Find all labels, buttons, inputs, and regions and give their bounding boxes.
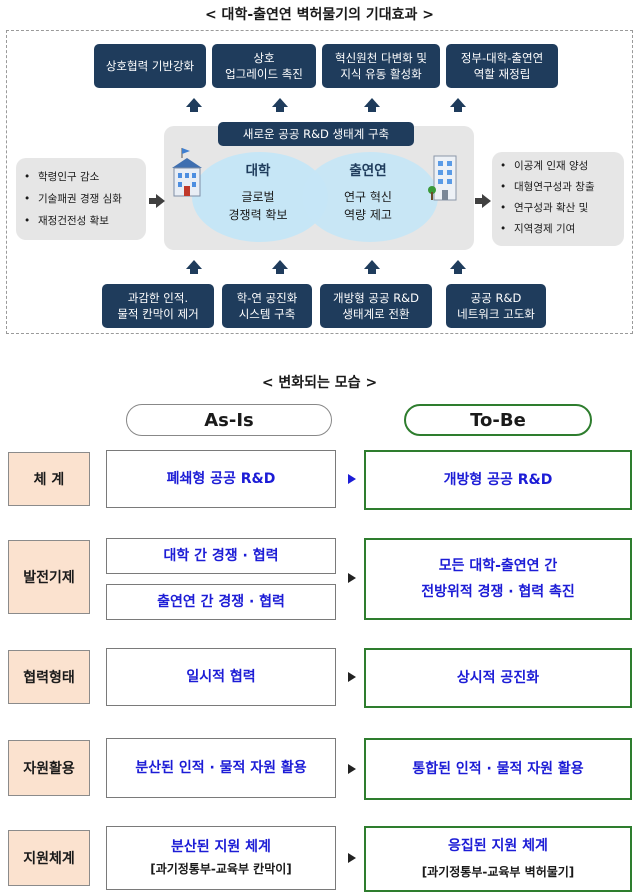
- effect-box-1: 상호협력 기반강화: [94, 44, 206, 88]
- arrow-right-icon: [348, 764, 356, 774]
- to-be-text: 개방형 공공 R&D: [443, 472, 553, 488]
- strategy-box-4: 공공 R&D 네트워크 고도화: [446, 284, 546, 328]
- to-be-note: [과기정통부-교육부 벽허물기]: [421, 865, 575, 879]
- effect-label: 정부-대학-출연연: [460, 51, 544, 65]
- as-is-header: As-Is: [126, 404, 332, 436]
- arrow-up-icon: [272, 98, 288, 112]
- strategy-label: 생태계로 전환: [342, 307, 410, 321]
- effect-label: 상호: [253, 51, 275, 65]
- as-is-cell: 대학 간 경쟁 · 협력: [106, 538, 336, 574]
- category-cell: 지원체계: [8, 830, 90, 886]
- university-building-icon: [172, 148, 202, 197]
- strategy-label: 개방형 공공 R&D: [332, 291, 420, 305]
- research-institute-building-icon: [428, 155, 457, 201]
- center-banner: 새로운 공공 R&D 생태계 구축: [218, 122, 414, 146]
- institute-title: 출연연: [349, 163, 387, 179]
- as-is-cell: 폐쇄형 공공 R&D: [106, 450, 336, 508]
- arrow-up-icon: [450, 98, 466, 112]
- to-be-cell: 상시적 공진화: [364, 648, 632, 708]
- effect-label: 역할 재정립: [473, 67, 531, 81]
- arrow-right-icon: [149, 194, 165, 208]
- as-is-text: 출연연 간 경쟁 · 협력: [157, 594, 285, 610]
- to-be-text: 상시적 공진화: [456, 670, 540, 686]
- to-be-text: 모든 대학-출연연 간: [438, 558, 558, 574]
- category-cell: 자원활용: [8, 740, 90, 796]
- strategy-label: 물적 칸막이 제거: [117, 307, 199, 321]
- to-be-cell: 개방형 공공 R&D: [364, 450, 632, 510]
- as-is-text: 일시적 협력: [186, 669, 256, 685]
- arrow-up-icon: [186, 98, 202, 112]
- arrow-up-icon: [186, 260, 202, 274]
- as-is-note: [과기정통부-교육부 칸막이]: [150, 862, 292, 876]
- arrow-up-icon: [364, 260, 380, 274]
- effect-label: 업그레이드 촉진: [225, 67, 303, 81]
- to-be-cell: 통합된 인적 · 물적 자원 활용: [364, 738, 632, 800]
- effect-box-3: 혁신원천 다변화 및 지식 유동 활성화: [322, 44, 440, 88]
- institute-line: 역량 제고: [344, 208, 392, 222]
- effects-diagram-frame: [6, 30, 633, 334]
- institute-line: 연구 혁신: [344, 190, 392, 204]
- university-line: 경쟁력 확보: [228, 208, 288, 222]
- right-outcomes-box: 이공계 인재 양성 대형연구성과 창출 연구성과 확산 및 지역경제 기여: [492, 152, 624, 246]
- effect-label: 상호협력 기반강화: [105, 59, 195, 73]
- bottom-title: < 변화되는 모습 >: [261, 375, 378, 391]
- effect-box-4: 정부-대학-출연연 역할 재정립: [446, 44, 558, 88]
- strategy-box-1: 과감한 인적. 물적 칸막이 제거: [102, 284, 214, 328]
- as-is-text: 분산된 인적 · 물적 자원 활용: [135, 760, 307, 776]
- strategy-label: 공공 R&D: [470, 291, 522, 305]
- category-cell: 협력형태: [8, 650, 90, 704]
- outcome-item: 연구성과 확산 및: [500, 198, 616, 219]
- strategy-label: 학-연 공진화: [236, 291, 298, 305]
- outcome-item: 지역경제 기여: [500, 219, 616, 240]
- to-be-cell: 응집된 지원 체계 [과기정통부-교육부 벽허물기]: [364, 826, 632, 892]
- strategy-label: 네트워크 고도화: [457, 307, 535, 321]
- top-title: < 대학-출연연 벽허물기의 기대효과 >: [204, 7, 435, 23]
- strategy-box-2: 학-연 공진화 시스템 구축: [222, 284, 312, 328]
- issue-item: 기술패권 경쟁 심화: [24, 188, 138, 210]
- effect-label: 혁신원천 다변화 및: [335, 51, 427, 65]
- to-be-header: To-Be: [404, 404, 592, 436]
- as-is-cell: 분산된 지원 체계 [과기정통부-교육부 칸막이]: [106, 826, 336, 890]
- arrow-up-icon: [364, 98, 380, 112]
- left-issues-box: 학령인구 감소 기술패권 경쟁 심화 재정건전성 확보: [16, 158, 146, 240]
- outcome-item: 대형연구성과 창출: [500, 177, 616, 198]
- strategy-label: 과감한 인적.: [127, 291, 189, 305]
- as-is-text: 대학 간 경쟁 · 협력: [163, 548, 279, 564]
- as-is-cell: 출연연 간 경쟁 · 협력: [106, 584, 336, 620]
- arrow-up-icon: [450, 260, 466, 274]
- to-be-text: 통합된 인적 · 물적 자원 활용: [412, 761, 584, 777]
- strategy-box-3: 개방형 공공 R&D 생태계로 전환: [320, 284, 432, 328]
- institute-oval: [302, 152, 438, 242]
- arrow-up-icon: [272, 260, 288, 274]
- strategy-label: 시스템 구축: [238, 307, 296, 321]
- institute-text: 출연연 연구 혁신 역량 제고: [318, 162, 418, 224]
- arrow-right-icon: [348, 573, 356, 583]
- to-be-text: 응집된 지원 체계: [448, 838, 548, 854]
- effect-box-2: 상호 업그레이드 촉진: [212, 44, 316, 88]
- as-is-text: 폐쇄형 공공 R&D: [166, 471, 276, 487]
- as-is-cell: 일시적 협력: [106, 648, 336, 706]
- arrow-right-icon: [348, 853, 356, 863]
- category-cell: 발전기제: [8, 540, 90, 614]
- category-cell: 체 계: [8, 452, 90, 506]
- arrow-right-icon: [475, 194, 491, 208]
- arrow-right-icon: [348, 474, 356, 484]
- university-title: 대학: [245, 163, 271, 179]
- issue-item: 재정건전성 확보: [24, 210, 138, 232]
- as-is-text: 분산된 지원 체계: [171, 839, 271, 855]
- effect-label: 지식 유동 활성화: [340, 67, 422, 81]
- arrow-right-icon: [348, 672, 356, 682]
- to-be-text: 전방위적 경쟁 · 협력 촉진: [421, 584, 575, 600]
- issue-item: 학령인구 감소: [24, 166, 138, 188]
- outcome-item: 이공계 인재 양성: [500, 156, 616, 177]
- university-text: 대학 글로벌 경쟁력 확보: [210, 162, 306, 224]
- university-line: 글로벌: [241, 190, 275, 204]
- to-be-cell: 모든 대학-출연연 간 전방위적 경쟁 · 협력 촉진: [364, 538, 632, 620]
- as-is-cell: 분산된 인적 · 물적 자원 활용: [106, 738, 336, 798]
